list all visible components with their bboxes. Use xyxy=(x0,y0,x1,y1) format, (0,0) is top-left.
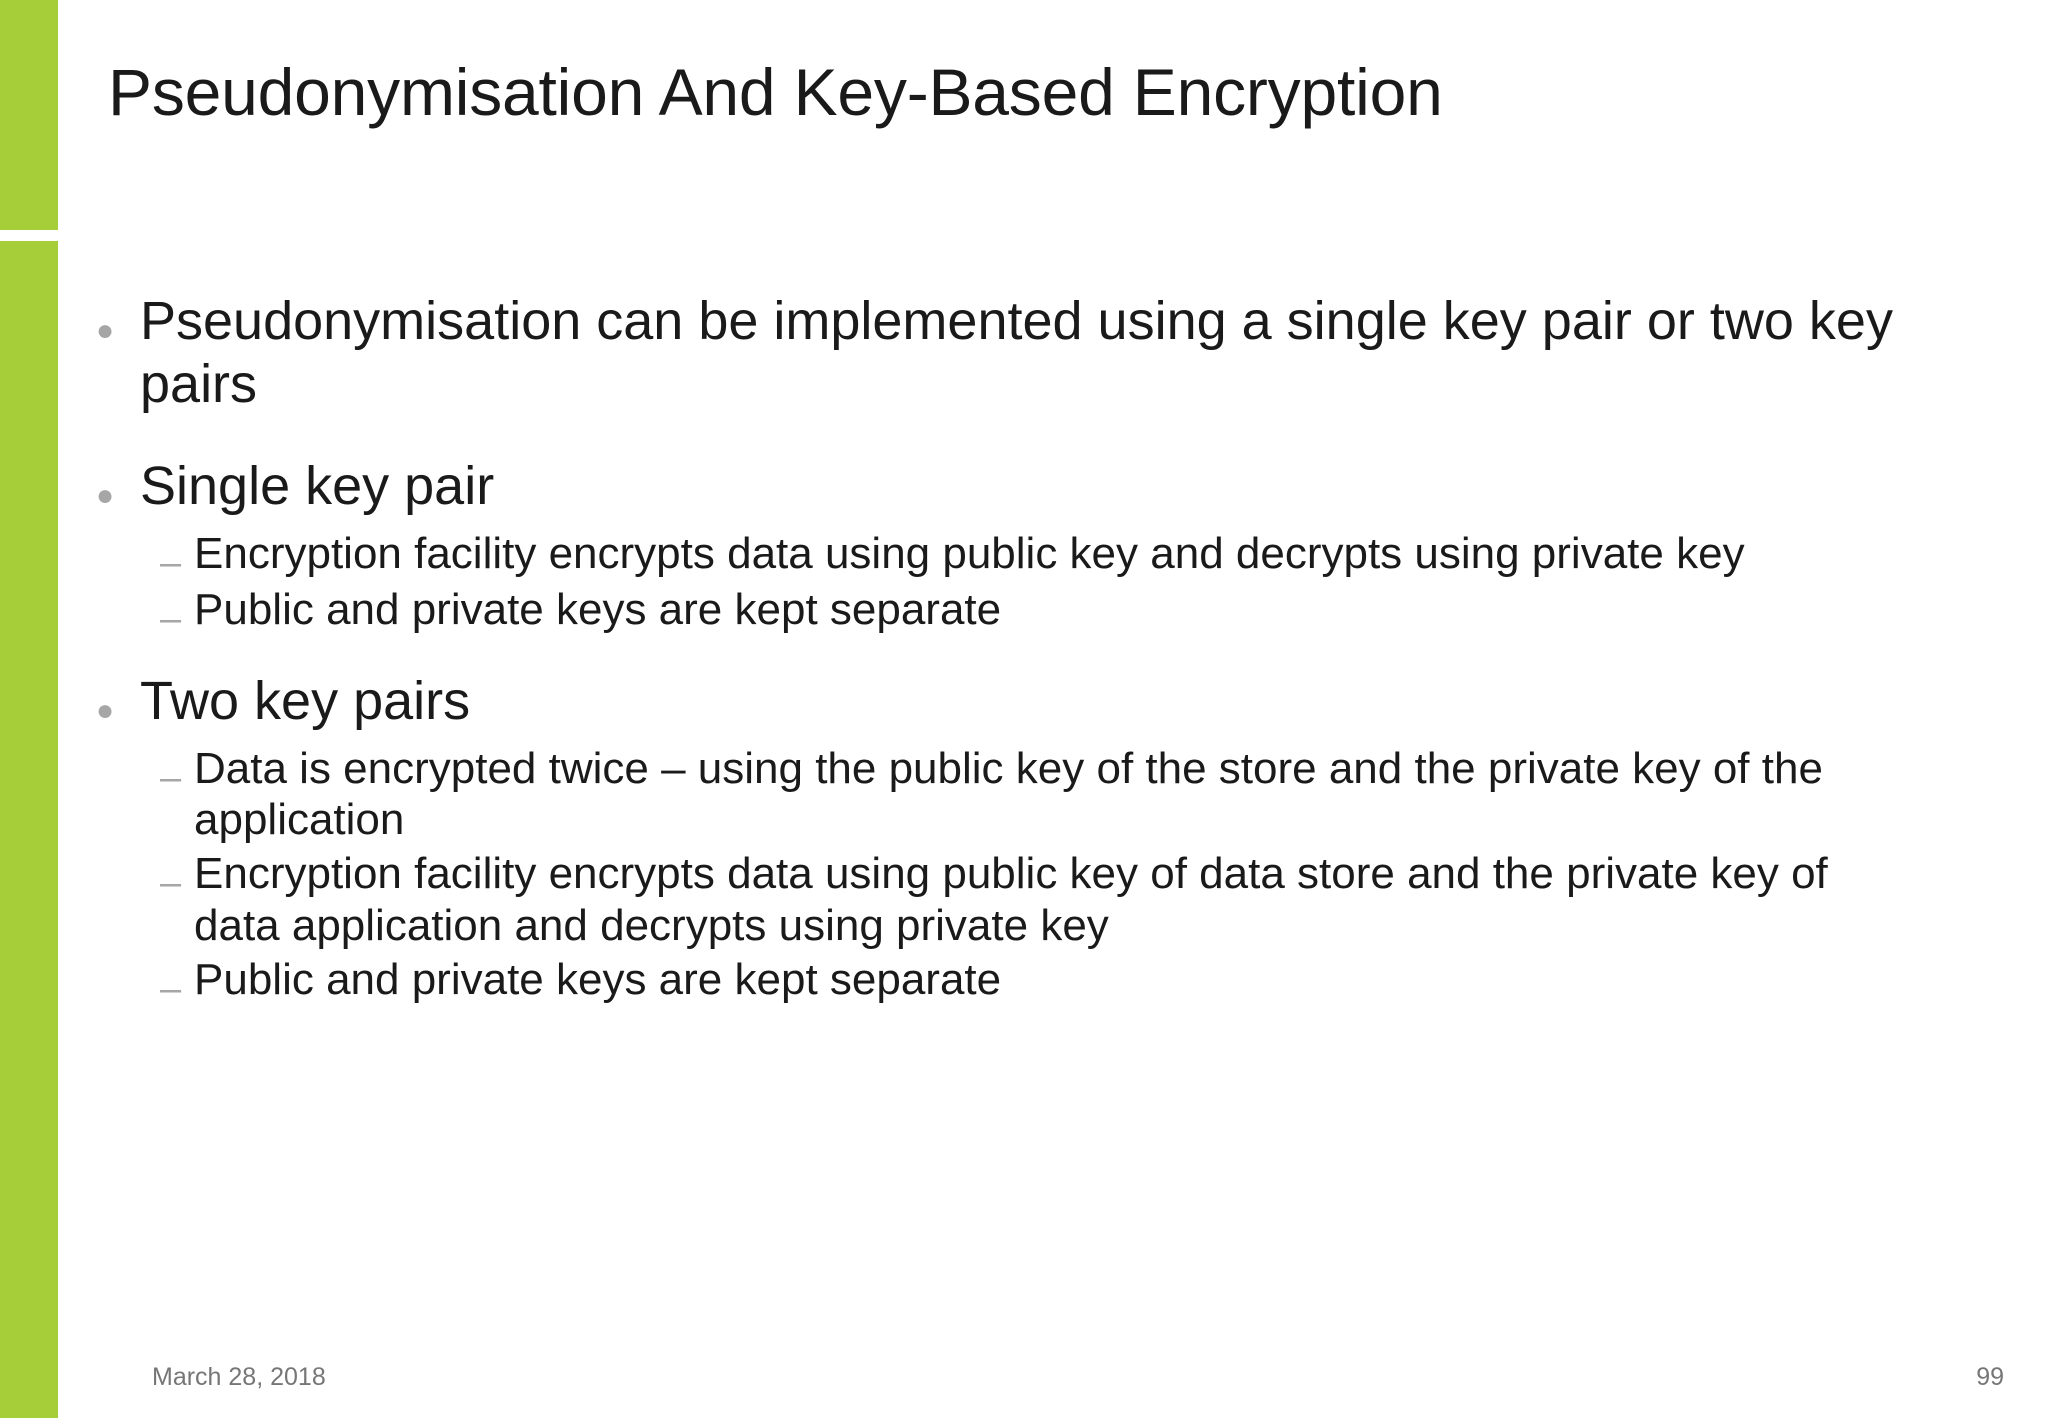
accent-bar-bottom xyxy=(0,241,58,1418)
bullet-text: Single key pair xyxy=(140,456,495,517)
bullet-dash-icon: – xyxy=(160,862,182,905)
bullet-text: Public and private keys are kept separat… xyxy=(194,955,1002,1005)
bullet-item-level2: – Public and private keys are kept separ… xyxy=(160,584,1996,638)
bullet-dot-icon: ● xyxy=(96,479,115,513)
footer-date: March 28, 2018 xyxy=(152,1363,326,1391)
bullet-dash-icon: – xyxy=(160,597,182,640)
page-title: Pseudonymisation And Key-Based Encryptio… xyxy=(108,55,1443,129)
bullet-item-level1: ● Single key pair xyxy=(96,455,1996,518)
bullet-dash-icon: – xyxy=(160,756,182,799)
bullet-text: Public and private keys are kept separat… xyxy=(194,584,1002,634)
bullet-dot-icon: ● xyxy=(96,693,115,727)
bullet-text: Encryption facility encrypts data using … xyxy=(194,849,1828,951)
footer-page-number: 99 xyxy=(1976,1363,2004,1391)
bullet-text: Data is encrypted twice – using the publ… xyxy=(194,743,1823,845)
bullet-item-level2: – Data is encrypted twice – using the pu… xyxy=(160,743,1996,847)
spacer xyxy=(96,425,1996,455)
bullet-text: Encryption facility encrypts data using … xyxy=(194,528,1745,578)
bullet-item-level1: ● Two key pairs xyxy=(96,670,1996,733)
bullet-dot-icon: ● xyxy=(96,314,115,347)
bullet-dash-icon: – xyxy=(160,968,182,1011)
bullet-text: Pseudonymisation can be implemented usin… xyxy=(140,291,1893,414)
bullet-dash-icon: – xyxy=(160,541,182,584)
bullet-item-level2: – Public and private keys are kept separ… xyxy=(160,954,1996,1008)
slide-body: ● Pseudonymisation can be implemented us… xyxy=(96,290,1996,1010)
bullet-item-level2: – Encryption facility encrypts data usin… xyxy=(160,848,1996,952)
bullet-text: Two key pairs xyxy=(140,670,471,731)
spacer xyxy=(96,640,1996,670)
accent-bar-top xyxy=(0,0,58,230)
bullet-item-level1: ● Pseudonymisation can be implemented us… xyxy=(96,290,1996,415)
bullet-item-level2: – Encryption facility encrypts data usin… xyxy=(160,528,1996,582)
